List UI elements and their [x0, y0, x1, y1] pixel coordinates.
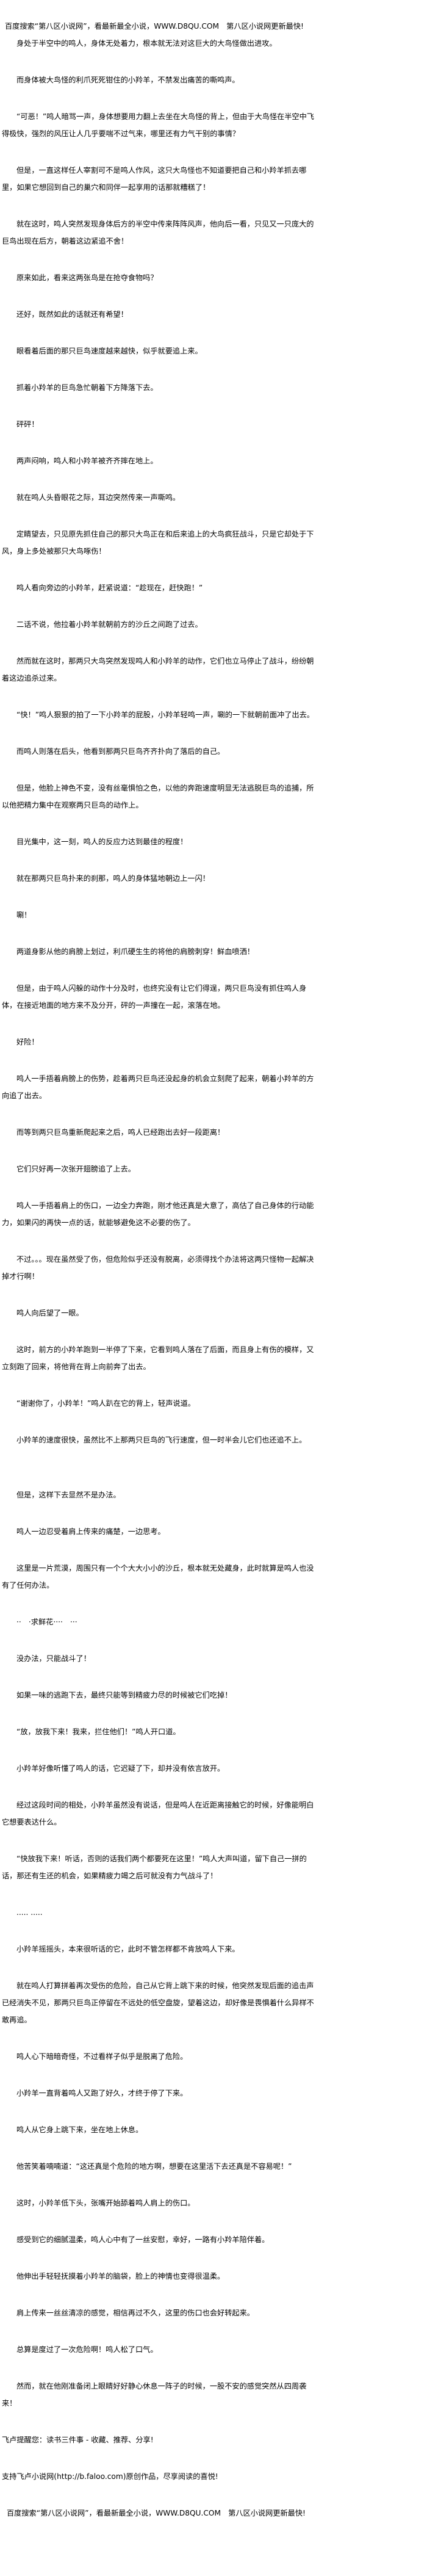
chapter-paragraph: 肩上传来一丝丝清凉的感觉，相信再过不久，这里的伤口也会好转起来。 — [16, 2309, 254, 2317]
chapter-paragraph: 鸣人一边忍受着肩上传来的痛楚，一边思考。 — [16, 1527, 165, 1536]
chapter-paragraph: 不过。。。现在虽然受了伤，但危险似乎还没有脱离，必须得找个办法将这两只怪物一起解… — [2, 1255, 314, 1281]
chapter-paragraph: 这时，小羚羊低下头，张嘴开始舔着鸣人肩上的伤口。 — [16, 2199, 195, 2207]
chapter-paragraph: 没办法，只能战斗了！ — [16, 1654, 91, 1663]
page-footer: 飞卢提醒您：读书三件事 - 收藏、推荐、分享! 支持飞卢小说网(http://b… — [0, 2431, 427, 2522]
chapter-paragraph: 它们只好再一次张开翅膀追了上去。 — [16, 1165, 135, 1173]
chapter-paragraph: 两道身影从他的肩膀上划过，利爪硬生生的将他的肩膀刺穿！鲜血喷洒！ — [16, 947, 254, 956]
chapter-paragraph: 而身体被大鸟怪的利爪死死钳住的小羚羊，不禁发出痛苦的嘶鸣声。 — [16, 76, 240, 84]
chapter-paragraph: 就在鸣人打算拼着再次受伤的危险，自己从它背上跳下来的时候，他突然发现后面的追击声… — [2, 1981, 314, 2024]
novel-page: 百度搜索“第八区小说网”，看最新最全小说，WWW.D8QU.COM 第八区小说网… — [0, 22, 427, 2522]
chapter-paragraph: 小羚羊摇摇头，本来很听话的它，此时不管怎样都不肯放鸣人下来。 — [16, 1945, 240, 1953]
chapter-paragraph: 鸣人从它身上跳下来，坐在地上休息。 — [16, 2126, 143, 2134]
chapter-paragraph: “谢谢你了，小羚羊！”鸣人趴在它的背上，轻声说道。 — [16, 1399, 195, 1408]
chapter-body: 身处于半空中的鸣人，身体无处着力，根本就无法对这巨大的大鸟怪做出进攻。而身体被大… — [0, 35, 314, 2412]
chapter-paragraph: 小羚羊的速度很快，虽然比不上那两只巨鸟的飞行速度，但一时半会儿它们也还追不上。 — [16, 1436, 307, 1444]
chapter-paragraph: “快放我下来！听话，否则的话我们两个都要死在这里！”鸣人大声叫道，留下自己一拼的… — [2, 1854, 307, 1880]
chapter-paragraph: 他苦笑着喃喃道：“这还真是个危险的地方啊，想要在这里活下去还真是不容易呢！” — [16, 2162, 292, 2171]
chapter-paragraph: 总算是度过了一次危险啊！鸣人松了口气。 — [16, 2345, 158, 2354]
chapter-paragraph: 但是，这样下去显然不是办法。 — [16, 1491, 121, 1499]
chapter-paragraph: “快！”鸣人狠狠的拍了一下小羚羊的屁股，小羚羊轻鸣一声，唰的一下就朝前面冲了出去… — [16, 711, 314, 719]
chapter-paragraph: 这时，前方的小羚羊跑到一半停了下来，它看到鸣人落在了后面，而且身上有伤的模样，又… — [2, 1345, 314, 1371]
chapter-paragraph: 身处于半空中的鸣人，身体无处着力，根本就无法对这巨大的大鸟怪做出进攻。 — [16, 39, 277, 48]
chapter-paragraph: 鸣人一手捂着肩上的伤口，一边全力奔跑，刚才他还真是大意了，高估了自己身体的行动能… — [2, 1201, 314, 1227]
chapter-paragraph: 眼看着后面的那只巨鸟速度越来越快，似乎就要追上来。 — [16, 347, 203, 355]
chapter-paragraph: 鸣人向后望了一眼。 — [16, 1309, 84, 1317]
chapter-paragraph: 小羚羊一直背着鸣人又跑了好久，才终于停了下来。 — [16, 2089, 188, 2097]
chapter-paragraph: 这里是一片荒漠，周围只有一个个大大小小的沙丘，根本就无处藏身，此时就算是鸣人也没… — [2, 1564, 314, 1590]
chapter-paragraph: 感受到它的细腻温柔，鸣人心中有了一丝安慰，幸好，一路有小羚羊陪伴着。 — [16, 2235, 270, 2244]
chapter-paragraph: 好险！ — [16, 1038, 39, 1046]
chapter-paragraph: 然而就在这时，那两只大鸟突然发现鸣人和小羚羊的动作，它们也立马停止了战斗，纷纷朝… — [2, 657, 314, 682]
chapter-paragraph: 然而，就在他刚准备闭上眼睛好好静心休息一阵子的时候，一股不安的感觉突然从四周袭来… — [2, 2382, 307, 2408]
chapter-paragraph: 目光集中，这一刻，鸣人的反应力达到最佳的程度！ — [16, 838, 188, 846]
chapter-paragraph: 抓着小羚羊的巨鸟急忙朝着下方降落下去。 — [16, 383, 158, 392]
chapter-paragraph: 他伸出手轻轻抚摸着小羚羊的脑袋，脸上的神情也变得很温柔。 — [16, 2272, 225, 2281]
chapter-paragraph: 就在鸣人头昏眼花之际，耳边突然传来一声嘶鸣。 — [16, 493, 181, 502]
chapter-paragraph: 但是，由于鸣人闪躲的动作十分及时，也终究没有让它们得逞，两只巨鸟没有抓住鸣人身体… — [2, 984, 307, 1010]
chapter-paragraph: 鸣人一手捂着肩膀上的伤势，趁着两只巨鸟还没起身的机会立刻爬了起来，朝着小羚羊的方… — [2, 1074, 314, 1100]
chapter-paragraph: 但是，他脸上神色不变，没有丝毫惧怕之色，以他的奔跑速度明显无法逃脱巨鸟的追捕，所… — [2, 784, 314, 809]
chapter-paragraph: 砰砰！ — [16, 420, 39, 429]
header-ad-text: 百度搜索“第八区小说网”，看最新最全小说，WWW.D8QU.COM 第八区小说网… — [5, 22, 304, 31]
chapter-paragraph: 二话不说，他拉着小羚羊就朝前方的沙丘之间跑了过去。 — [16, 620, 203, 629]
chapter-paragraph: ..... ..... — [16, 1908, 43, 1917]
chapter-paragraph: 经过这段时间的相处，小羚羊虽然没有说话，但是鸣人在近距离接触它的时候，好像能明白… — [2, 1801, 314, 1826]
chapter-paragraph: 小羚羊好像听懂了鸣人的话，它迟疑了下，却并没有依言放开。 — [16, 1764, 225, 1773]
chapter-paragraph: 就在那两只巨鸟扑来的刹那，鸣人的身体猛地朝边上一闪！ — [16, 874, 210, 883]
chapter-paragraph: 原来如此，看来这两张鸟是在抢夺食物吗？ — [16, 273, 158, 282]
footer-ad-text: 百度搜索“第八区小说网”，看最新最全小说，WWW.D8QU.COM 第八区小说网… — [7, 2509, 306, 2517]
chapter-paragraph: 就在这时，鸣人突然发现身体后方的半空中传来阵阵风声，他向后一看，只见又一只庞大的… — [2, 220, 314, 245]
chapter-paragraph: 而等到两只巨鸟重新爬起来之后，鸣人已经跑出去好一段距离！ — [16, 1128, 225, 1137]
footer-support-text: 支持飞卢小说网(http://b.faloo.com)原创作品，尽享阅读的喜悦! — [2, 2472, 218, 2481]
chapter-paragraph: 如果一味的逃跑下去，最终只能等到精疲力尽的时候被它们吃掉！ — [16, 1691, 232, 1699]
chapter-paragraph: 而鸣人则落在后头，他看到那两只巨鸟齐齐扑向了落后的自己。 — [16, 747, 225, 756]
chapter-paragraph: 但是，一直这样任人宰割可不是鸣人作风，这只大鸟怪也不知道要把自己和小羚羊抓去哪里… — [2, 166, 307, 192]
footer-reminder: 飞卢提醒您：读书三件事 - 收藏、推荐、分享! — [2, 2436, 154, 2444]
chapter-paragraph: 两声闷响，鸣人和小羚羊被齐齐摔在地上。 — [16, 457, 158, 465]
chapter-paragraph: “可恶！”鸣人暗骂一声，身体想要用力翻上去坐在大鸟怪的背上，但由于大鸟怪在半空中… — [2, 112, 314, 138]
chapter-paragraph: 唰！ — [16, 911, 32, 919]
chapter-paragraph: 还好，既然如此的话就还有希望！ — [16, 310, 128, 319]
chapter-paragraph: ·· ·求鲜花···· ··· — [16, 1618, 77, 1626]
chapter-paragraph: 定睛望去，只见原先抓住自己的那只大鸟正在和后来追上的大鸟疯狂战斗，只是它却处于下… — [2, 530, 314, 555]
chapter-paragraph: “放，放我下来！我来，拦住他们！”鸣人开口道。 — [16, 1728, 181, 1736]
chapter-paragraph: 鸣人看向旁边的小羚羊，赶紧说道：“趁现在，赶快跑！” — [16, 584, 203, 592]
chapter-paragraph: 鸣人心下暗暗奇怪，不过看样子似乎是脱离了危险。 — [16, 2052, 188, 2061]
